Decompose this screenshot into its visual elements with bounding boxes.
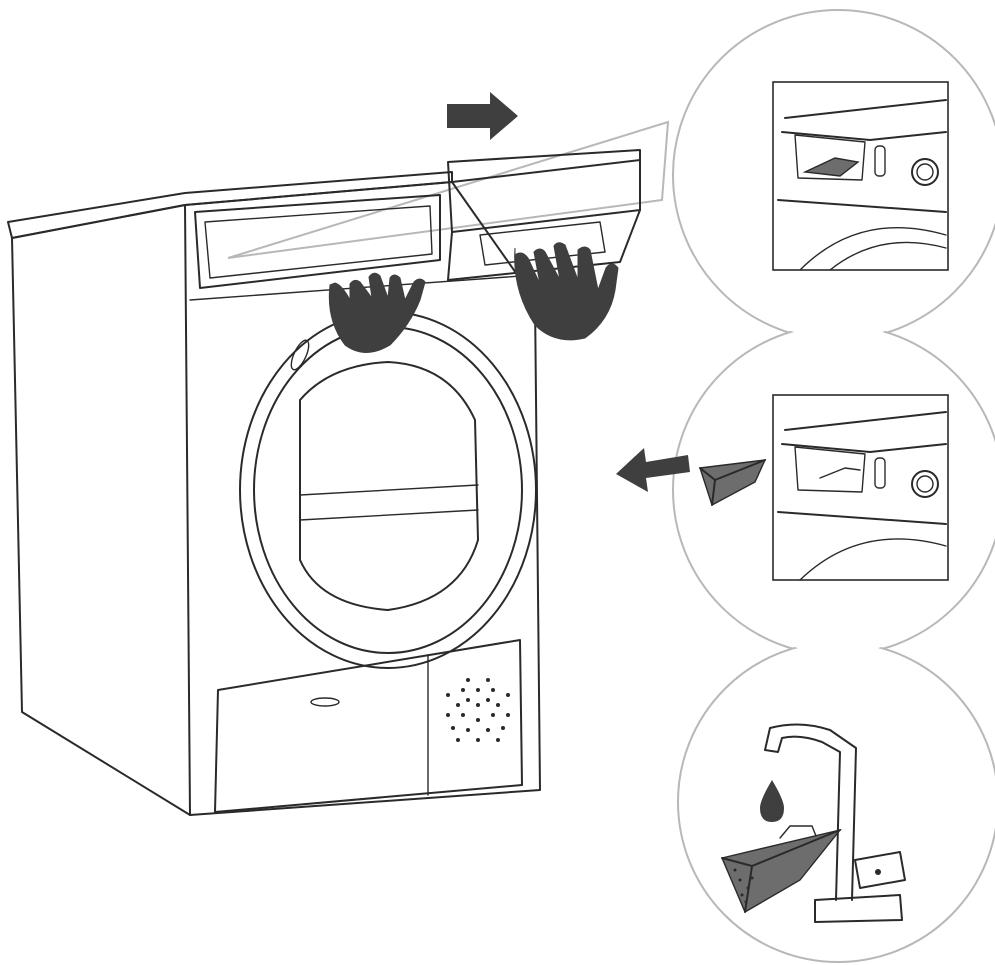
vent-grille [446, 678, 510, 742]
lint-filter-icon [721, 825, 842, 914]
detail-filter-removed [699, 394, 949, 581]
water-drop-icon [760, 780, 784, 822]
lint-filter-icon [699, 459, 767, 507]
detail-rinse-filter [721, 723, 906, 923]
dryer-machine [7, 149, 641, 816]
door-handle [290, 339, 310, 371]
door-glass [299, 361, 479, 611]
arrow-left-icon [616, 448, 690, 492]
hand-left-icon [328, 272, 426, 353]
bottom-panel [214, 639, 523, 813]
faucet-icon [764, 723, 906, 923]
arrow-right-icon [447, 92, 518, 140]
hand-right-icon [514, 242, 619, 341]
detail-drawer-closeup [772, 81, 949, 271]
panel-latch [310, 697, 340, 707]
